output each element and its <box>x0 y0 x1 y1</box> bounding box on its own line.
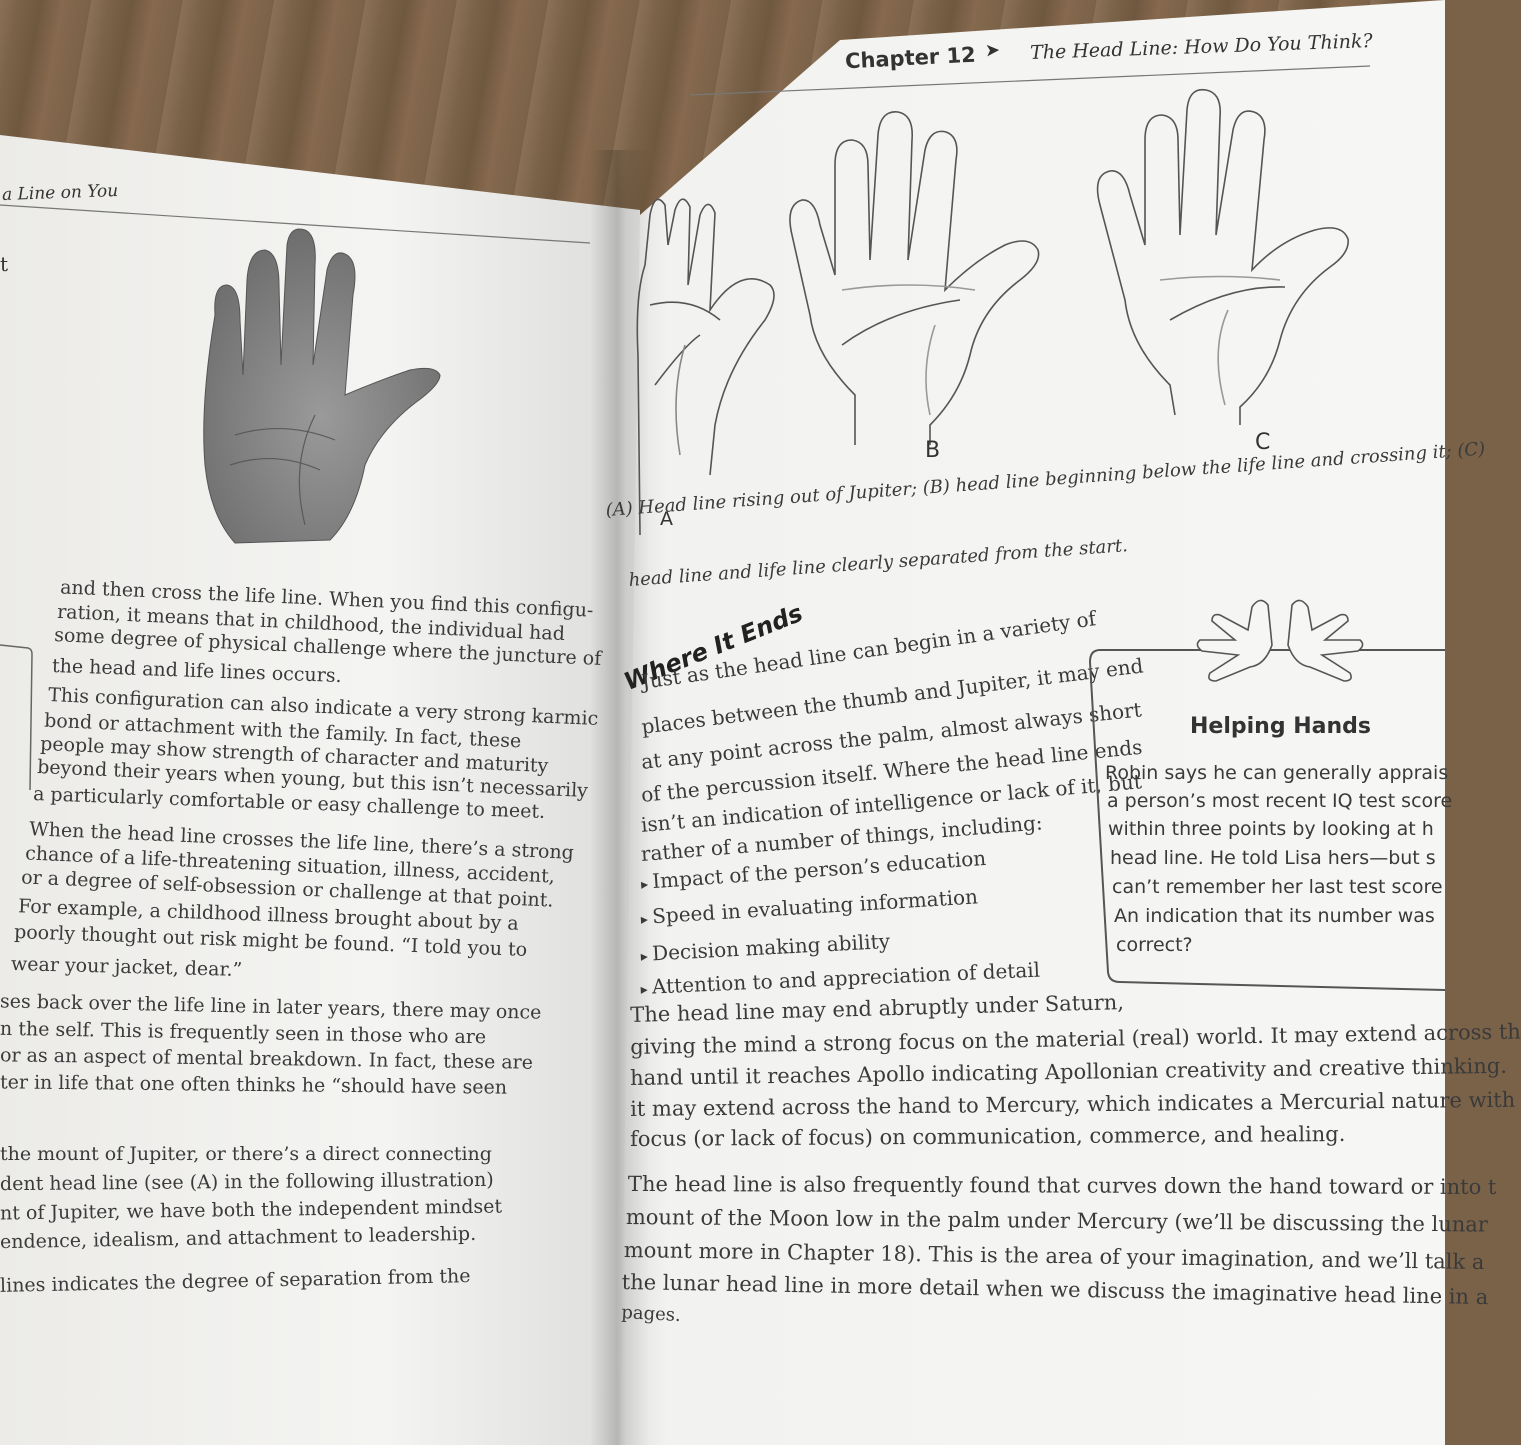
sidebar-box <box>1088 649 1446 991</box>
book-gutter-shadow <box>590 150 650 1445</box>
left-margin-mark: t <box>0 252 9 276</box>
figure-label-a: A <box>660 508 673 530</box>
hand-line-illustrations <box>636 88 1349 536</box>
left-body-line: dent head line (see (A) in the following… <box>0 1168 494 1196</box>
right-page <box>620 0 1445 1445</box>
left-body-line: the mount of Jupiter, or there’s a direc… <box>0 1143 492 1165</box>
right-body-line: pages. <box>620 1302 682 1327</box>
right-body-line: The head line is also frequently found t… <box>627 1172 1497 1200</box>
sidebar-line: can’t remember her last test score <box>1112 876 1443 898</box>
right-header-rule <box>689 65 1371 96</box>
sidebar-line: An indication that its number was <box>1114 905 1435 927</box>
figure-label-c: C <box>1255 430 1271 455</box>
sidebar-line: Robin says he can generally apprais <box>1105 762 1449 784</box>
left-header-rule <box>0 204 591 244</box>
hand-photo <box>203 228 441 544</box>
sidebar-line: correct? <box>1116 934 1193 956</box>
sidebar-line: head line. He told Lisa hers—but s <box>1110 847 1436 869</box>
sidebar-line: within three points by looking at h <box>1108 818 1434 840</box>
sidebar-frame-left <box>0 644 33 791</box>
helping-hands-icon <box>1196 599 1364 682</box>
sidebar-title: Helping Hands <box>1190 714 1371 739</box>
sidebar-line: a person’s most recent IQ test score <box>1107 790 1453 812</box>
figure-label-b: B <box>925 438 941 463</box>
right-body-line: focus (or lack of focus) on communicatio… <box>630 1122 1346 1151</box>
